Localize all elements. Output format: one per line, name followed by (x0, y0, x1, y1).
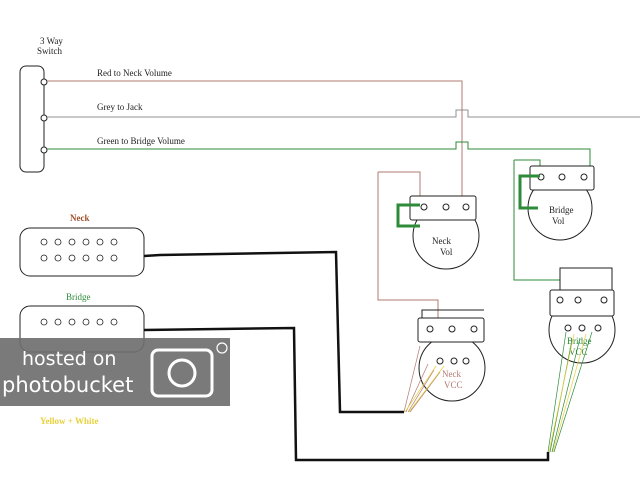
neck-pickup (19, 227, 145, 277)
bridge-vcc-inner-3 (594, 324, 602, 332)
green-wire (47, 141, 591, 170)
neck-vcc-label-line2: VCC (444, 380, 463, 390)
green-wire-label: Green to Bridge Volume (97, 136, 185, 146)
bridge-pickup-poles (40, 318, 118, 326)
switch-terminal-bottom (40, 146, 48, 154)
neck-vol-lug-2 (442, 203, 450, 211)
red-wire-label: Red to Neck Volume (97, 68, 172, 78)
neck-vol-ground-jumper (396, 203, 420, 228)
grey-wire (47, 109, 640, 118)
bridge-vcc-jumper (559, 267, 613, 300)
neck-vol-red-lead (378, 171, 421, 196)
bridge-pickup-black-wire (143, 326, 550, 462)
neck-vcc-inner-1 (436, 357, 444, 365)
bridge-vol-label-line1: Bridge (549, 205, 574, 215)
bridge-vcc-inner-2 (578, 324, 586, 332)
bridge-vcc-yellow-leads (548, 333, 587, 453)
yellow-white-note: Yellow + White (40, 416, 98, 426)
neck-pickup-poles (40, 238, 118, 262)
bridge-vcc-lugs (549, 289, 615, 317)
bridge-vol-ground-jumper (518, 174, 540, 210)
neck-vcc-label-line1: Neck (442, 369, 461, 379)
neck-vol-lug-3 (462, 203, 470, 211)
watermark-line1: hosted on (22, 348, 116, 370)
neck-vcc-inner-3 (462, 357, 470, 365)
switch-terminal-top (40, 78, 48, 86)
switch-terminal-middle (40, 114, 48, 122)
bridge-vol-lug-3 (580, 173, 588, 181)
neck-vcc-lug-1 (426, 325, 434, 333)
bridge-vcc-lug-2 (574, 296, 582, 304)
camera-icon (150, 348, 214, 398)
neck-vol-label-line1: Neck (432, 236, 451, 246)
grey-wire-label: Grey to Jack (97, 102, 143, 112)
camera-lens-icon (167, 358, 197, 388)
switch-title-line1: 3 Way (40, 36, 63, 46)
bridge-vcc-lug-1 (556, 296, 564, 304)
neck-vcc-inner-2 (450, 357, 458, 365)
neck-vcc-lug-3 (470, 325, 478, 333)
red-wire (47, 80, 463, 196)
watermark-line2: photobucket (2, 373, 133, 397)
bridge-vol-label-line2: Vol (552, 216, 565, 226)
bridge-vcc-label-line2: VCC (569, 347, 588, 357)
three-way-switch (19, 65, 45, 173)
bridge-vcc-inner-1 (564, 324, 572, 332)
bridge-vol-lug-2 (558, 173, 566, 181)
switch-title-line2: Switch (37, 46, 63, 56)
bridge-vcc-lug-3 (600, 296, 608, 304)
neck-pickup-label: Neck (70, 213, 90, 223)
neck-vcc-lug-2 (448, 325, 456, 333)
neck-pickup-black-wire (143, 250, 404, 414)
neck-vcc-pot (418, 334, 486, 402)
registered-mark-icon (216, 342, 228, 354)
neck-vcc-leads (403, 345, 441, 413)
neck-vol-label-line2: Vol (440, 247, 453, 257)
neck-vcc-yellow-leads (404, 365, 445, 413)
neck-vol-lug-1 (420, 203, 428, 211)
bridge-pickup-label: Bridge (66, 292, 91, 302)
